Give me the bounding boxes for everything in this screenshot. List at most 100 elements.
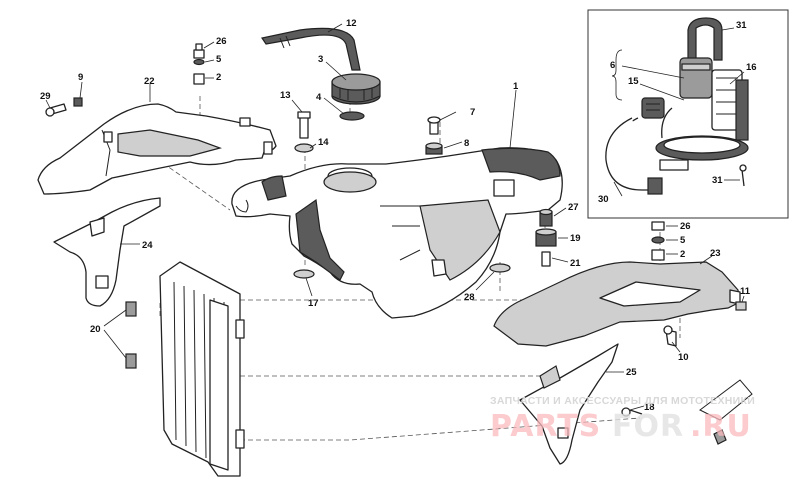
callout-6: 6 [610,60,615,71]
left-shroud: 24 [53,197,161,307]
tank-tab [431,259,447,277]
callout-2: 2 [216,72,221,83]
callout-7: 7 [470,107,475,118]
pump-wire [661,107,673,139]
watermark-caption: ЗАПЧАСТИ И АКСЕССУАРЫ ДЛЯ МОТОТЕХНИКИ [490,395,755,407]
grommet-8-top [425,142,443,150]
callout-8: 8 [464,138,469,149]
leader-7 [439,111,457,121]
callout-10: 10 [678,352,689,363]
bolt-13-head [297,111,311,119]
cover-23-window [599,281,701,307]
nut-2 [193,73,205,85]
leader-21 [551,257,569,263]
washer-14 [294,143,314,153]
screw-31-head [739,164,747,172]
radiator-bracket-bottom [235,429,245,449]
callout-23: 23 [710,248,721,259]
tank-side-shadow [295,198,345,281]
watermark: ЗАПЧАСТИ И АКСЕССУАРЫ ДЛЯ МОТОТЕХНИКИ PA… [490,395,755,444]
leader-20a [103,309,127,327]
leader-5 [204,59,215,63]
callout-14: 14 [318,137,329,148]
shroud-25 [519,343,619,465]
callout-18: 18 [644,402,655,413]
clip-20-upper [125,301,137,317]
callout-19: 19 [570,233,581,244]
clip-11 [735,301,747,311]
radiator-fins [173,281,227,469]
bolt-26-head [193,49,205,59]
tank-front-mount [235,199,249,213]
callout-11: 11 [740,286,751,297]
leader-23 [699,255,713,265]
pump-level-arm [735,79,749,141]
leader-18 [629,405,645,411]
bolt-26b-head [651,221,665,231]
screw-18-head [621,407,631,417]
fuel-tank: 1 [231,81,563,319]
leader-29 [45,99,51,109]
callout-5: 5 [216,54,222,65]
radiator-bracket-top [235,319,245,339]
leader-12 [327,23,343,33]
callout-30: 30 [598,194,609,205]
leader-9 [79,81,83,99]
tank-body [231,147,563,319]
leader-10 [671,341,681,353]
washer-17 [293,269,315,279]
right-tank-cover: 23 26 5 2 10 11 [493,221,751,363]
cap-seal-4 [339,111,365,121]
washer-28 [489,263,511,273]
hose-clip [279,35,291,49]
right-shroud: 25 18 [519,343,753,465]
watermark-brand-for: FOR [612,409,684,444]
callout-9: 9 [78,72,83,83]
leader-4 [323,97,345,115]
callout-26b: 26 [680,221,691,232]
connector-detail [646,103,660,111]
aux-bracket [699,379,753,421]
radiator-tank [209,299,229,471]
bolt-7-head [427,116,441,124]
pump-ring [681,63,711,71]
callout-3: 3 [318,54,323,65]
leader-6 [621,65,685,79]
callout-1: 1 [513,81,519,92]
fuel-pump-inset: 6 15 16 31 30 31 [587,9,789,219]
leader-15 [639,83,685,101]
radiator: 20 [90,261,245,477]
breather-hose: 12 [261,18,361,71]
fuel-cap: 3 4 [316,54,381,121]
cap-top [331,73,381,91]
leader-20b [103,329,127,359]
shroud-24-mount [95,275,109,289]
callout-21: 21 [570,258,581,269]
screw-29-head [45,107,55,117]
callout-31: 31 [712,175,723,186]
shroud-25-mount [557,427,569,439]
shroud-24 [53,197,161,307]
washer-5b [651,236,665,244]
leader-30 [613,181,623,197]
callout-5b: 5 [680,235,686,246]
callout-17: 17 [308,298,319,309]
tank-contour-lines [380,205,421,261]
leader-1 [509,89,517,149]
leader-28 [475,271,495,291]
hose-12 [261,27,361,71]
left-tank-cover: 22 26 5 2 9 29 [37,36,277,195]
leader-11 [741,295,745,303]
leader-26 [203,41,215,49]
leader-16 [729,71,745,85]
screw-10-head [663,325,673,335]
leader-17 [305,277,313,297]
callout-27: 27 [568,202,579,213]
filler-neck-ring [323,171,377,193]
bolt-21 [541,251,551,267]
bolt-13-group: 13 14 [280,90,329,153]
aux-clip [713,429,727,445]
callout-29: 29 [40,91,51,102]
